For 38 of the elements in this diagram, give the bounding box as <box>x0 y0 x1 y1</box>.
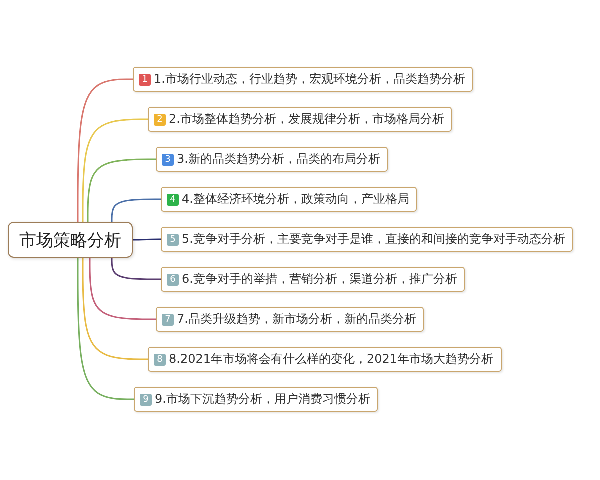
topic-text: 6.竞争对手的举措，营销分析，渠道分析，推广分析 <box>182 271 458 288</box>
branch-line <box>111 198 161 222</box>
number-badge: 6 <box>167 274 179 286</box>
topic-box <box>156 307 424 332</box>
number-badge: 8 <box>154 354 166 366</box>
topic-box <box>134 387 378 412</box>
topic-box <box>133 67 474 92</box>
topic-text: 4.整体经济环境分析，政策动向，产业格局 <box>182 191 410 208</box>
branch-line <box>77 258 134 400</box>
branch-line <box>82 258 148 360</box>
branch-line <box>133 238 161 241</box>
topic-text: 8.2021年市场将会有什么样的变化，2021年市场大趋势分析 <box>169 351 494 368</box>
topic-box <box>148 107 452 132</box>
topic-text: 5.竞争对手分析，主要竞争对手是谁，直接的和间接的竞争对手动态分析 <box>182 231 566 248</box>
number-badge: 1 <box>139 74 151 86</box>
number-badge: 9 <box>140 394 152 406</box>
branch-line <box>77 78 133 222</box>
topic-box <box>161 267 466 292</box>
topic-text: 1.市场行业动态，行业趋势，宏观环境分析，品类趋势分析 <box>154 71 466 88</box>
central-topic-box <box>8 222 133 258</box>
number-badge: 4 <box>167 194 179 206</box>
topic-box <box>148 347 502 372</box>
topic-box <box>156 147 388 172</box>
branch-line <box>89 258 156 320</box>
topic-box <box>161 187 418 212</box>
number-badge: 2 <box>154 114 166 126</box>
central-topic-text: 市场策略分析 <box>20 230 122 252</box>
branch-line <box>82 118 148 222</box>
topic-text: 2.市场整体趋势分析，发展规律分析，市场格局分析 <box>169 111 444 128</box>
topic-text: 3.新的品类趋势分析，品类的布局分析 <box>177 151 380 168</box>
number-badge: 3 <box>162 154 174 166</box>
branch-line <box>111 258 161 280</box>
number-badge: 7 <box>162 314 174 326</box>
topic-text: 9.市场下沉趋势分析，用户消费习惯分析 <box>155 391 370 408</box>
branch-line <box>87 158 156 222</box>
topic-text: 7.品类升级趋势，新市场分析，新的品类分析 <box>177 311 416 328</box>
number-badge: 5 <box>167 234 179 246</box>
topic-box <box>161 227 574 252</box>
